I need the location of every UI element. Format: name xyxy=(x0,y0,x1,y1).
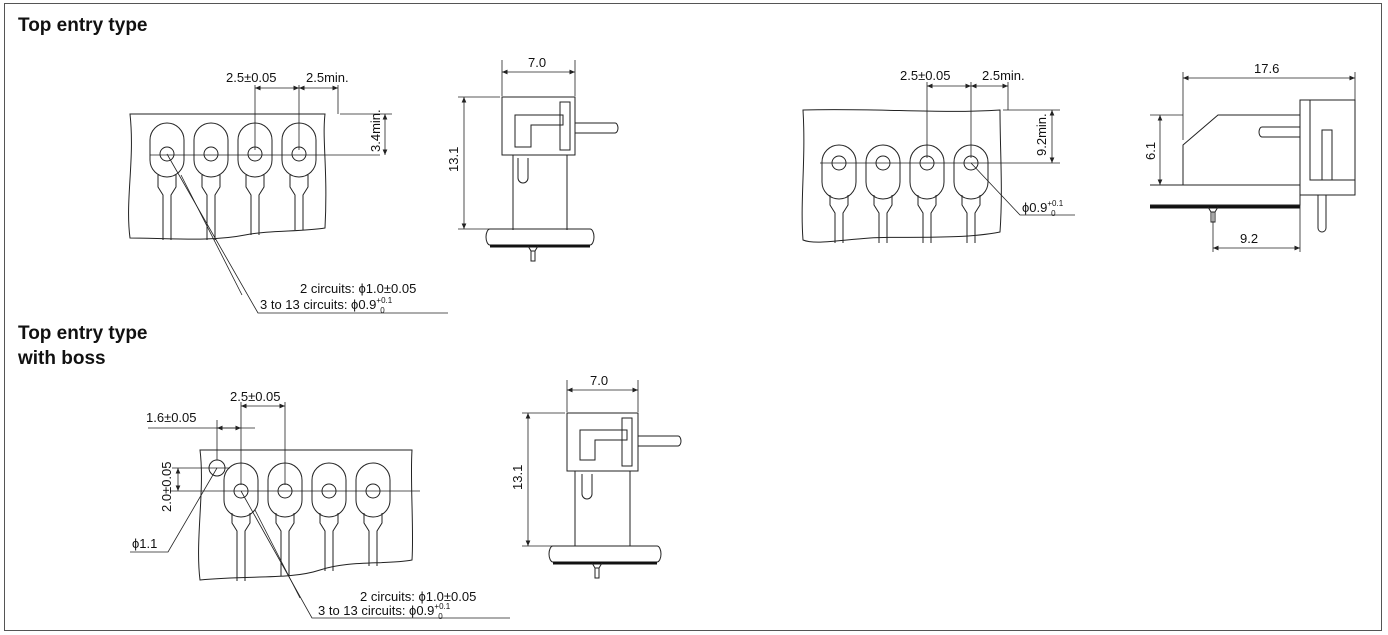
dim-width-7-2: 7.0 xyxy=(590,373,608,388)
note-two-circuits-2: 2 circuits: ϕ1.0±0.05 xyxy=(360,589,476,604)
dim-pitch-1: 2.5±0.05 xyxy=(226,70,277,85)
dim-boss-hole: ϕ1.1 xyxy=(132,536,157,551)
dim-min-gap-1: 2.5min. xyxy=(306,70,349,85)
dim-h-min-34: 3.4min. xyxy=(368,109,383,152)
note-two-circuits-1: 2 circuits: ϕ1.0±0.05 xyxy=(300,281,416,296)
dim-height-61: 6.1 xyxy=(1143,142,1158,160)
dim-boss-vertical: 2.0±0.05 xyxy=(159,461,174,512)
dim-height-131-2: 13.1 xyxy=(510,465,525,490)
section-heading-top-entry-boss-line2: with boss xyxy=(18,348,106,369)
dim-h-min-92: 9.2min. xyxy=(1034,113,1049,156)
pad-12 xyxy=(355,462,391,566)
pcb-layout-top-entry: 2.5±0.05 2.5min. 3.4min. 2 circuits: ϕ1.… xyxy=(128,70,448,315)
dim-pitch-2: 2.5±0.05 xyxy=(900,68,951,83)
pad-4 xyxy=(281,122,317,230)
side-view-top-entry: 7.0 13.1 xyxy=(446,55,619,262)
pad-5 xyxy=(821,144,857,243)
pad-10 xyxy=(267,462,303,576)
dim-min-gap-2: 2.5min. xyxy=(982,68,1025,83)
dim-width-92: 9.2 xyxy=(1240,231,1258,246)
dim-pitch-boss: 2.5±0.05 xyxy=(230,389,281,404)
side-view-with-boss: 7.0 13.1 xyxy=(510,373,682,579)
side-view-right-angle: 17.6 6.1 9.2 xyxy=(1143,61,1356,252)
pad-1 xyxy=(149,122,185,240)
pad-6 xyxy=(865,144,901,243)
section-heading-top-entry: Top entry type xyxy=(18,15,148,36)
pad-11 xyxy=(311,462,347,571)
dim-boss-offset: 1.6±0.05 xyxy=(146,410,197,425)
dim-height-131-1: 13.1 xyxy=(446,147,461,172)
section-heading-top-entry-boss-line1: Top entry type xyxy=(18,323,148,344)
pad-8 xyxy=(953,144,989,243)
dim-width-176: 17.6 xyxy=(1254,61,1279,76)
pcb-layout-with-boss: 2.5±0.05 1.6±0.05 2.0±0.05 ϕ1.1 2 circui… xyxy=(130,389,510,621)
pad-2 xyxy=(193,122,229,240)
pad-7 xyxy=(909,144,945,243)
dim-width-7-1: 7.0 xyxy=(528,55,546,70)
